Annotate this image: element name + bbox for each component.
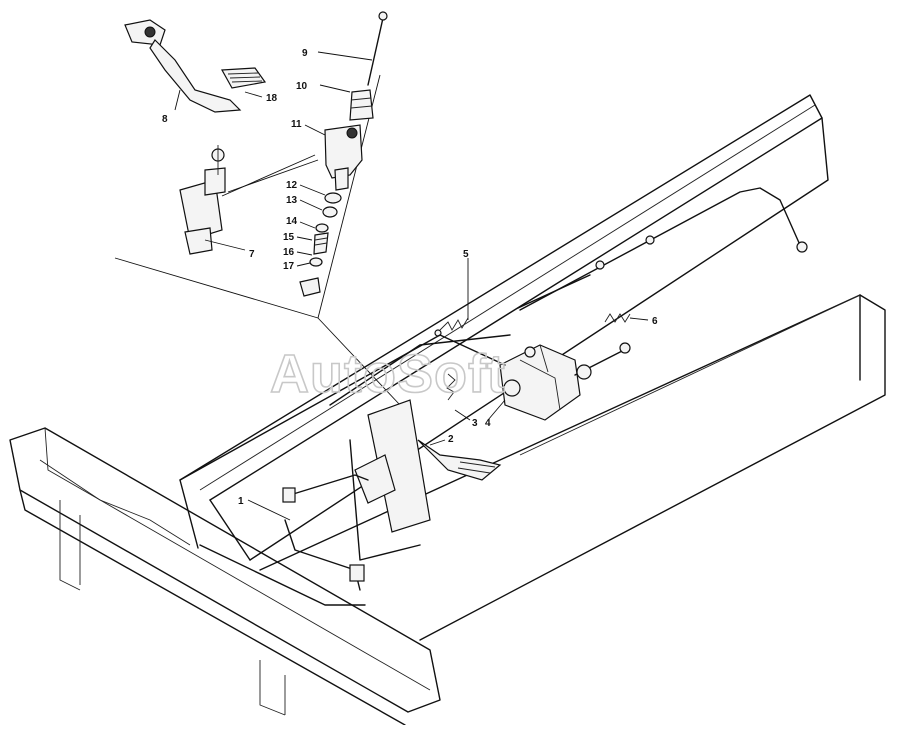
callout-1: 1 xyxy=(238,496,244,507)
small-parts-12-17 xyxy=(299,192,342,297)
callout-8: 8 xyxy=(162,114,168,125)
callout-2: 2 xyxy=(448,434,454,445)
callout-11: 11 xyxy=(291,119,302,130)
callout-4: 4 xyxy=(485,418,491,429)
pedal-part-8 xyxy=(124,19,267,113)
spring-part-3 xyxy=(446,373,456,401)
callout-6: 6 xyxy=(652,316,658,327)
callout-10: 10 xyxy=(296,81,308,92)
release-cable xyxy=(517,187,808,311)
callout-leaders xyxy=(174,51,649,521)
leader-lines xyxy=(114,74,401,406)
callout-17: 17 xyxy=(283,261,295,272)
callout-3: 3 xyxy=(472,418,478,429)
callout-5: 5 xyxy=(463,249,469,260)
callout-7: 7 xyxy=(249,249,255,260)
hydraulic-line-part-1 xyxy=(179,334,511,606)
callout-18: 18 xyxy=(266,93,278,104)
callout-16: 16 xyxy=(283,247,295,258)
slave-cylinder-part-11 xyxy=(324,124,363,191)
boot-part-10 xyxy=(349,89,374,121)
callout-12: 12 xyxy=(286,180,298,191)
clutch-pedal-part-2 xyxy=(349,399,502,561)
pushrod-part-9 xyxy=(367,11,388,86)
callout-14: 14 xyxy=(286,216,298,227)
front-cross-member xyxy=(9,427,441,726)
spring-part-5 xyxy=(434,317,469,337)
callout-numbers: 9 10 11 12 13 14 15 16 17 7 8 18 1 2 3 4… xyxy=(162,48,658,507)
clutch-booster-part-4 xyxy=(499,342,631,421)
callout-9: 9 xyxy=(302,48,308,59)
callout-15: 15 xyxy=(283,232,295,243)
frame-side-rail xyxy=(179,94,886,641)
spring-part-6 xyxy=(604,313,631,323)
callout-13: 13 xyxy=(286,195,298,206)
master-cylinder-part-7 xyxy=(179,145,226,255)
watermark: AutoSoft xyxy=(270,344,506,404)
